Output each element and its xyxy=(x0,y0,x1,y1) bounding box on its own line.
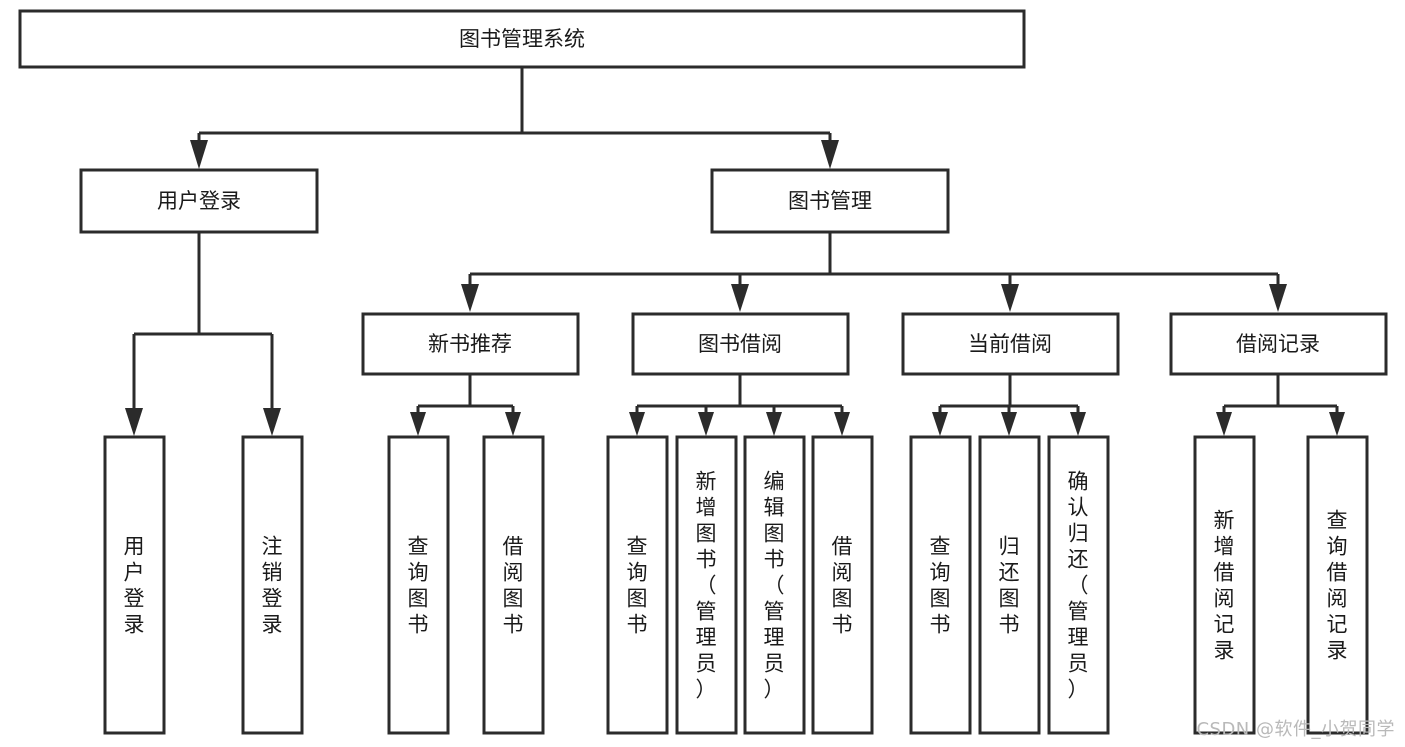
arrow-head-book-manage xyxy=(821,140,839,169)
node-current-borrow[interactable]: 当前借阅 xyxy=(901,312,1120,376)
node-leaf-edit-book-box[interactable] xyxy=(743,435,806,735)
node-book-borrow-box[interactable] xyxy=(631,312,850,376)
node-leaf-borrow-book-2-label: 借阅图书 xyxy=(832,534,853,636)
node-leaf-confirm-return-label: 确认归还（管理员） xyxy=(1068,469,1089,701)
node-leaf-return-book[interactable]: 归还图书 xyxy=(978,435,1041,735)
arrow-head-leaf-query-book-2 xyxy=(629,412,645,436)
node-book-manage-label: 图书管理 xyxy=(788,189,872,213)
node-leaf-add-record-box[interactable] xyxy=(1193,435,1256,735)
node-user-login-label: 用户登录 xyxy=(157,189,241,213)
arrow-head-leaf-edit-book xyxy=(766,412,782,436)
arrow-head-leaf-query-record xyxy=(1329,412,1345,436)
connectors-group xyxy=(125,67,1345,436)
node-current-borrow-label: 当前借阅 xyxy=(968,332,1052,356)
arrow-head-leaf-query-book-1 xyxy=(410,412,426,436)
node-root-box[interactable] xyxy=(18,9,1026,69)
node-leaf-edit-book[interactable]: 编辑图书（管理员） xyxy=(743,435,806,735)
node-leaf-borrow-book-2-box[interactable] xyxy=(811,435,874,735)
arrow-head-new-book-recommend xyxy=(461,284,479,312)
arrow-head-user-login xyxy=(190,140,208,169)
arrow-head-leaf-borrow-book-2 xyxy=(834,412,850,436)
watermark-text: CSDN @软件_小贺同学 xyxy=(1196,719,1395,740)
node-leaf-query-book-2[interactable]: 查询图书 xyxy=(606,435,669,735)
node-leaf-user-login-box[interactable] xyxy=(103,435,166,735)
arrow-head-current-borrow xyxy=(1001,284,1019,312)
node-book-manage[interactable]: 图书管理 xyxy=(710,168,950,234)
node-root[interactable]: 图书管理系统 xyxy=(18,9,1026,69)
node-leaf-borrow-book-1-label: 借阅图书 xyxy=(503,534,524,636)
node-leaf-user-logout[interactable]: 注销登录 xyxy=(241,435,304,735)
node-leaf-query-book-2-box[interactable] xyxy=(606,435,669,735)
node-leaf-query-book-1[interactable]: 查询图书 xyxy=(387,435,450,735)
node-leaf-confirm-return-box[interactable] xyxy=(1047,435,1110,735)
arrow-head-borrow-record xyxy=(1269,284,1287,312)
node-new-book-recommend[interactable]: 新书推荐 xyxy=(361,312,580,376)
node-leaf-add-record-label: 新增借阅记录 xyxy=(1214,508,1235,662)
node-leaf-user-logout-label: 注销登录 xyxy=(262,534,283,636)
node-leaf-query-book-2-label: 查询图书 xyxy=(627,534,648,636)
node-new-book-recommend-box[interactable] xyxy=(361,312,580,376)
arrow-head-leaf-user-logout xyxy=(263,408,281,436)
node-leaf-confirm-return[interactable]: 确认归还（管理员） xyxy=(1047,435,1110,735)
node-root-label: 图书管理系统 xyxy=(459,27,585,51)
arrow-head-leaf-add-book xyxy=(698,412,714,436)
arrow-head-leaf-user-login xyxy=(125,408,143,436)
node-leaf-query-book-1-label: 查询图书 xyxy=(408,534,429,636)
node-borrow-record-label: 借阅记录 xyxy=(1236,332,1320,356)
node-current-borrow-box[interactable] xyxy=(901,312,1120,376)
node-user-login-box[interactable] xyxy=(79,168,319,234)
arrow-head-leaf-add-record xyxy=(1216,412,1232,436)
node-leaf-query-record[interactable]: 查询借阅记录 xyxy=(1306,435,1369,735)
node-leaf-query-book-3-box[interactable] xyxy=(909,435,972,735)
node-leaf-user-logout-box[interactable] xyxy=(241,435,304,735)
arrow-head-leaf-borrow-book-1 xyxy=(505,412,521,436)
node-book-manage-box[interactable] xyxy=(710,168,950,234)
arrow-head-leaf-return-book xyxy=(1001,412,1017,436)
node-leaf-return-book-box[interactable] xyxy=(978,435,1041,735)
node-leaf-query-book-3[interactable]: 查询图书 xyxy=(909,435,972,735)
node-leaf-add-record[interactable]: 新增借阅记录 xyxy=(1193,435,1256,735)
arrow-head-book-borrow xyxy=(731,284,749,312)
node-leaf-query-book-3-label: 查询图书 xyxy=(930,534,951,636)
node-book-borrow-label: 图书借阅 xyxy=(698,332,782,356)
node-book-borrow[interactable]: 图书借阅 xyxy=(631,312,850,376)
node-leaf-query-book-1-box[interactable] xyxy=(387,435,450,735)
node-leaf-borrow-book-2[interactable]: 借阅图书 xyxy=(811,435,874,735)
node-leaf-return-book-label: 归还图书 xyxy=(999,534,1020,636)
node-leaf-user-login[interactable]: 用户登录 xyxy=(103,435,166,735)
node-borrow-record[interactable]: 借阅记录 xyxy=(1169,312,1388,376)
arrow-head-leaf-confirm-return xyxy=(1070,412,1086,436)
node-leaf-borrow-book-1[interactable]: 借阅图书 xyxy=(482,435,545,735)
node-leaf-borrow-book-1-box[interactable] xyxy=(482,435,545,735)
node-borrow-record-box[interactable] xyxy=(1169,312,1388,376)
node-leaf-query-record-box[interactable] xyxy=(1306,435,1369,735)
arrow-head-leaf-query-book-3 xyxy=(932,412,948,436)
node-user-login[interactable]: 用户登录 xyxy=(79,168,319,234)
node-leaf-query-record-label: 查询借阅记录 xyxy=(1327,508,1348,662)
node-leaf-user-login-label: 用户登录 xyxy=(124,534,145,636)
node-leaf-add-book-label: 新增图书（管理员） xyxy=(696,469,717,701)
node-leaf-add-book-box[interactable] xyxy=(675,435,738,735)
node-leaf-edit-book-label: 编辑图书（管理员） xyxy=(764,469,785,701)
node-new-book-recommend-label: 新书推荐 xyxy=(428,332,512,356)
node-leaf-add-book[interactable]: 新增图书（管理员） xyxy=(675,435,738,735)
